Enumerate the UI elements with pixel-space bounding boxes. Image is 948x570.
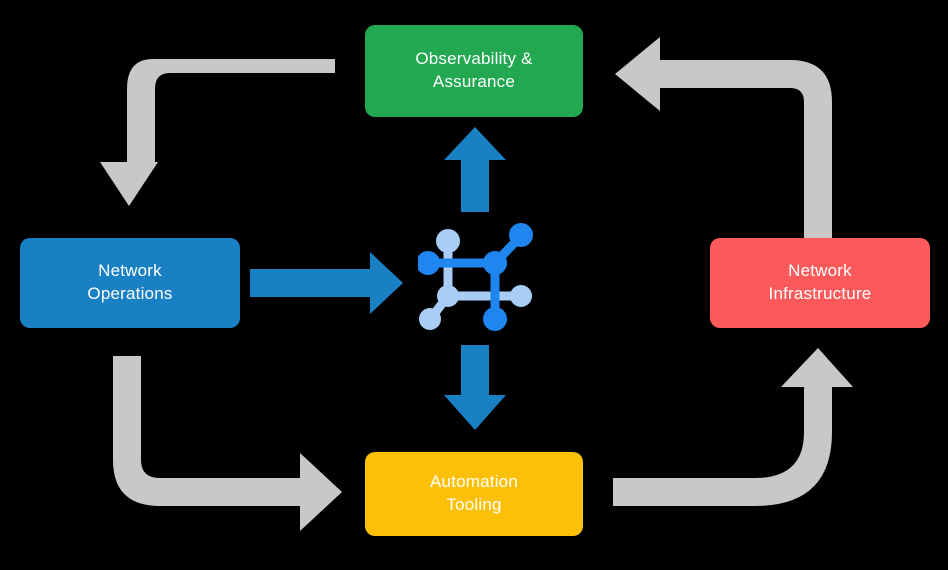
- node-label-automation-tooling: Automation Tooling: [430, 472, 518, 514]
- connector-infrastructure-to-observability: [615, 37, 832, 238]
- node-box-network-infrastructure[interactable]: Network Infrastructure: [710, 238, 930, 328]
- network-topology-icon: [418, 223, 533, 331]
- connector-observability-to-operations: [100, 59, 335, 206]
- node-box-automation-tooling[interactable]: Automation Tooling: [365, 452, 583, 536]
- connector-operations-to-automation: [113, 356, 342, 531]
- connector-automation-to-infrastructure: [613, 348, 853, 506]
- node-label-network-infrastructure: Network Infrastructure: [768, 261, 872, 303]
- node-label-observability: Observability & Assurance: [415, 49, 533, 91]
- node-box-network-operations[interactable]: Network Operations: [20, 238, 240, 328]
- connector-center-to-observability: [444, 127, 506, 212]
- connector-operations-to-center: [250, 252, 403, 314]
- node-label-network-operations: Network Operations: [87, 261, 173, 303]
- topology-nodes-primary: [418, 223, 533, 331]
- connector-center-to-automation: [444, 345, 506, 430]
- node-box-observability[interactable]: Observability & Assurance: [365, 25, 583, 117]
- topology-nodes-secondary: [419, 229, 532, 330]
